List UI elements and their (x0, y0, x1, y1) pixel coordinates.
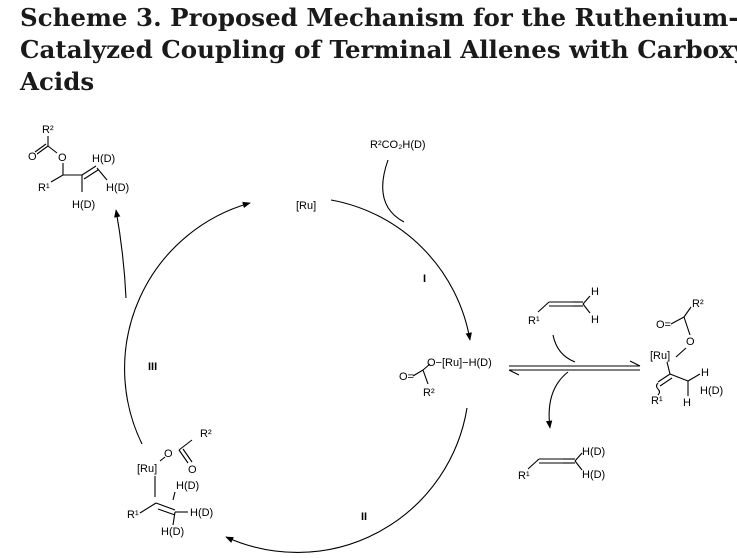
svg-text:R²: R² (200, 428, 212, 440)
scheme-title: Scheme 3. Proposed Mechanism for the Rut… (20, 2, 737, 98)
svg-text:R¹: R¹ (651, 395, 663, 407)
svg-text:H: H (683, 397, 691, 409)
allene-approach-curve (552, 334, 576, 363)
svg-text:O: O (188, 464, 197, 476)
cycle-arc-step-I (330, 199, 472, 341)
svg-text:[Ru]: [Ru] (650, 350, 670, 362)
svg-text:[Ru]: [Ru] (137, 463, 157, 475)
acid-reagent-label: R²CO₂H(D) (370, 139, 426, 151)
acid-entry-arrow (382, 159, 405, 223)
svg-text:O: O (58, 152, 67, 164)
allyl-ruthenium-intermediate: R² O= O [Ru] H H(D) R¹ H (650, 298, 723, 409)
svg-text:R¹: R¹ (528, 315, 540, 327)
svg-text:O=: O= (656, 319, 671, 331)
svg-text:H: H (591, 314, 599, 326)
svg-text:H(D): H(D) (190, 507, 213, 519)
svg-text:O−[Ru]−H(D): O−[Ru]−H(D) (427, 357, 492, 369)
svg-text:H(D): H(D) (176, 480, 199, 492)
svg-text:R²: R² (423, 387, 435, 399)
svg-text:R²: R² (692, 298, 704, 310)
svg-text:R¹: R¹ (127, 509, 139, 521)
title-line-1: Scheme 3. Proposed Mechanism for the Rut… (20, 3, 737, 32)
svg-text:H(D): H(D) (72, 199, 95, 211)
svg-text:H(D): H(D) (582, 469, 605, 481)
equilibrium-arrows (508, 360, 641, 376)
svg-text:O=: O= (399, 371, 414, 383)
ruthenium-allyl-ester-complex: R² O O [Ru] H(D) R¹ H(D) H(D) (127, 428, 213, 538)
product-release-arrow (114, 209, 127, 299)
deuterated-allene: R¹ H(D) H(D) (518, 446, 605, 482)
svg-text:H: H (591, 286, 599, 298)
ru-hydride-carboxylate: O−[Ru]−H(D) O= R² (399, 357, 492, 399)
cycle-arc-step-III (124, 201, 251, 445)
svg-text:O: O (28, 151, 37, 163)
svg-text:O: O (686, 336, 695, 348)
svg-text:R²: R² (42, 124, 54, 136)
step-I-label: I (423, 273, 426, 285)
title-line-3: Acids (20, 67, 95, 96)
svg-text:R¹: R¹ (38, 182, 50, 194)
ru-catalyst-label: [Ru] (296, 200, 316, 212)
title-line-2: Catalyzed Coupling of Terminal Allenes w… (20, 35, 737, 64)
svg-text:H(D): H(D) (161, 526, 184, 538)
svg-text:O: O (164, 448, 173, 460)
svg-text:H(D): H(D) (582, 446, 605, 458)
insertion-arrow (545, 371, 569, 429)
step-II-label: II (361, 511, 367, 523)
svg-text:H(D): H(D) (106, 182, 129, 194)
step-III-label: III (148, 361, 157, 373)
svg-text:H: H (701, 367, 709, 379)
svg-text:H(D): H(D) (700, 385, 723, 397)
svg-text:H(D): H(D) (92, 153, 115, 165)
cycle-arc-step-II (225, 407, 468, 553)
allylic-ester-product: R² O O R¹ H(D) H(D) H(D) (28, 124, 129, 211)
allene-reagent: R¹ H H (528, 286, 599, 327)
svg-text:R¹: R¹ (518, 470, 530, 482)
